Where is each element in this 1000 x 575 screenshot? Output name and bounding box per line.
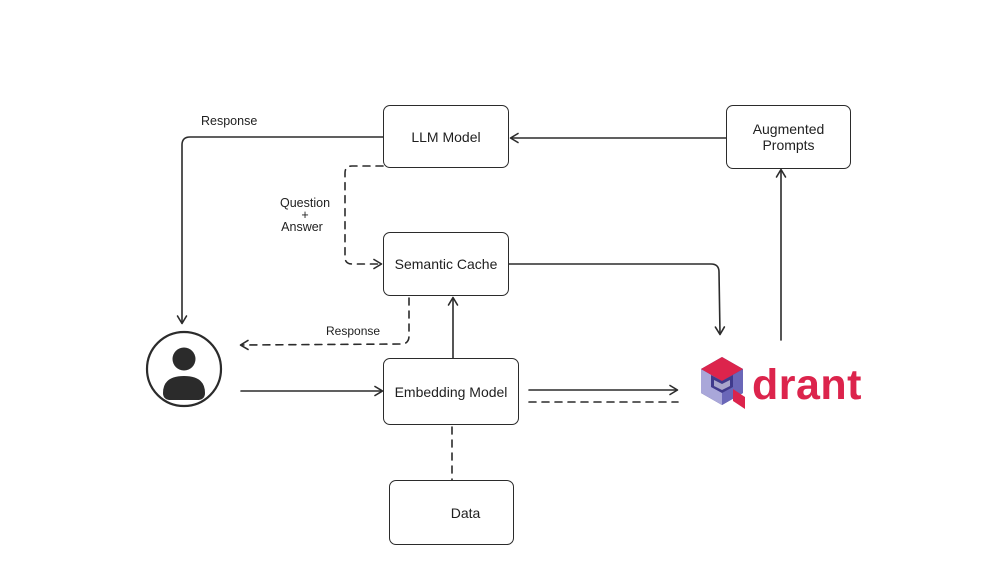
answer-label: Answer	[281, 220, 323, 234]
data-label: Data	[450, 504, 481, 521]
response-label-top: Response	[201, 114, 258, 128]
response-label-mid: Response	[326, 324, 381, 338]
llm-model-node: LLM Model	[383, 105, 509, 168]
plus-label: +	[301, 208, 309, 222]
data-node: Data	[389, 480, 514, 545]
arrow-llm-to-user	[176, 136, 384, 325]
user-avatar-icon	[145, 330, 223, 408]
qdrant-wordmark: drant	[752, 361, 862, 409]
question-label: Question	[279, 196, 331, 210]
qdrant-logo-icon	[701, 357, 745, 409]
semantic-cache-node: Semantic Cache	[383, 232, 509, 296]
arrow-cache-to-user-dashed	[239, 297, 410, 351]
embedding-model-node: Embedding Model	[383, 358, 519, 425]
arrow-llm-to-cache-dashed	[344, 165, 384, 270]
embedding-model-label: Embedding Model	[394, 383, 508, 400]
semantic-cache-label: Semantic Cache	[394, 256, 498, 272]
arrow-cache-to-qdrant	[508, 263, 726, 336]
augmented-prompts-label-line1: Augmented	[752, 121, 825, 137]
question-answer-label: Question + Answer	[276, 196, 334, 234]
augmented-prompts-node: Augmented Prompts	[726, 105, 851, 169]
llm-model-label: LLM Model	[411, 128, 481, 145]
augmented-prompts-label-line2: Prompts	[762, 137, 815, 153]
